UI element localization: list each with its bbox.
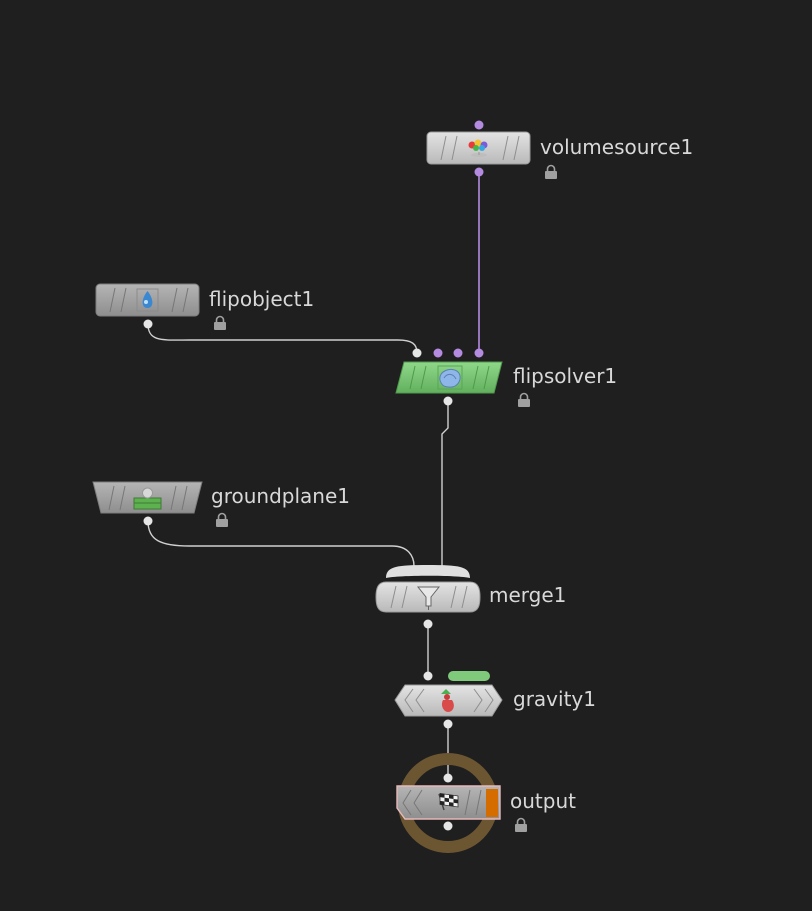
node-label[interactable]: volumesource1 xyxy=(540,135,693,159)
node-label[interactable]: groundplane1 xyxy=(211,484,350,508)
node-flags-decor xyxy=(404,688,494,713)
node-flags-decor xyxy=(108,485,188,511)
node-label[interactable]: flipobject1 xyxy=(209,287,314,311)
wire-flipsolver-to-merge[interactable] xyxy=(441,401,449,570)
node-flags-decor xyxy=(402,789,482,816)
output-port[interactable] xyxy=(423,619,433,629)
node-flipobject1[interactable]: flipobject1 xyxy=(95,283,314,331)
lock-icon[interactable] xyxy=(515,817,527,833)
node-label[interactable]: output xyxy=(510,789,576,813)
node-flags-decor xyxy=(409,365,490,390)
output-port[interactable] xyxy=(143,516,153,526)
output-port[interactable] xyxy=(443,396,453,406)
input-port[interactable] xyxy=(474,348,484,358)
node-volumesource1[interactable]: volumesource1 xyxy=(426,120,693,180)
node-label[interactable]: flipsolver1 xyxy=(513,364,617,388)
render-flag[interactable] xyxy=(486,789,498,817)
node-gravity1[interactable]: gravity1 xyxy=(394,671,596,729)
volume-source-icon xyxy=(468,139,488,157)
node-output[interactable]: output xyxy=(396,753,576,853)
wire-groundplane-to-merge[interactable] xyxy=(147,520,415,567)
output-port[interactable] xyxy=(443,719,453,729)
wires xyxy=(147,172,480,778)
display-flag[interactable] xyxy=(448,671,490,681)
lock-icon[interactable] xyxy=(518,392,530,408)
input-port-object[interactable] xyxy=(412,348,422,358)
node-groundplane1[interactable]: groundplane1 xyxy=(92,481,350,528)
input-port[interactable] xyxy=(453,348,463,358)
merge-funnel-icon xyxy=(416,586,441,610)
lock-icon[interactable] xyxy=(214,315,226,331)
ground-plane-icon xyxy=(133,487,162,510)
node-flipsolver1[interactable]: flipsolver1 xyxy=(395,348,617,408)
merge-input-bar[interactable] xyxy=(386,565,470,578)
output-port[interactable] xyxy=(474,167,484,177)
node-flags-decor xyxy=(109,287,189,313)
lock-icon[interactable] xyxy=(216,512,228,528)
lock-icon[interactable] xyxy=(545,164,557,180)
output-port[interactable] xyxy=(443,821,453,831)
gravity-icon xyxy=(441,689,454,712)
input-port[interactable] xyxy=(423,671,433,681)
node-label[interactable]: gravity1 xyxy=(513,687,596,711)
flip-object-icon xyxy=(136,288,159,312)
input-port[interactable] xyxy=(443,773,453,783)
node-merge1[interactable]: merge1 xyxy=(375,565,566,629)
wire-flipobject-to-flipsolver[interactable] xyxy=(147,323,418,354)
node-label[interactable]: merge1 xyxy=(489,583,566,607)
input-port[interactable] xyxy=(433,348,443,358)
output-port[interactable] xyxy=(143,319,153,329)
checkered-flag-icon xyxy=(438,792,459,811)
flip-solver-icon xyxy=(437,365,463,390)
node-flags-decor xyxy=(440,135,520,161)
node-flags-decor xyxy=(390,585,468,609)
input-port[interactable] xyxy=(474,120,484,130)
